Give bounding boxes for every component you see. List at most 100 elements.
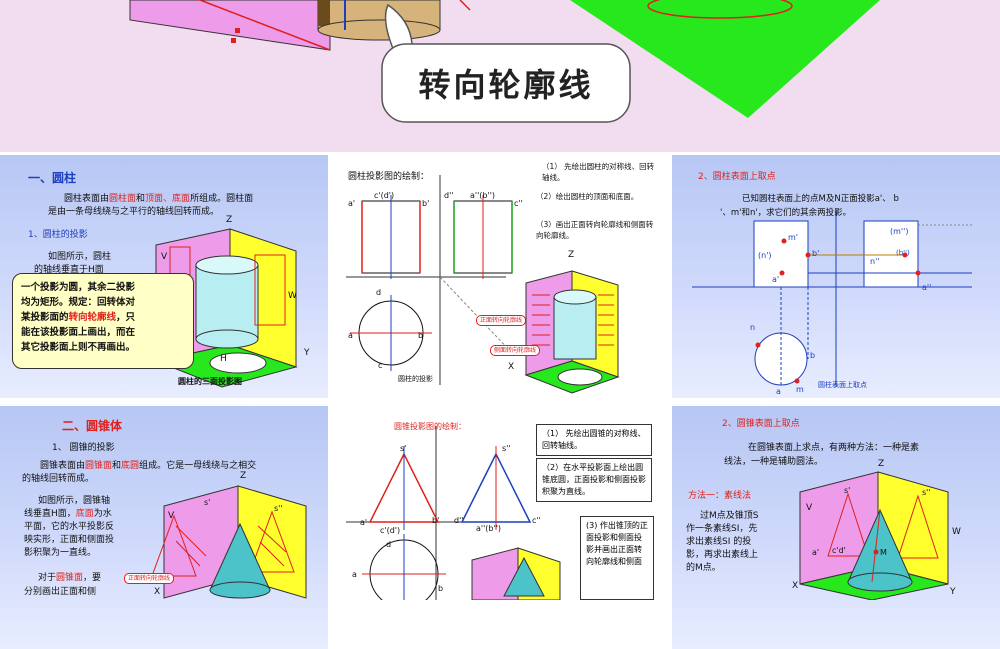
label-m1: m': [788, 233, 798, 242]
front-contour-label: 正面转向轮廓线: [124, 573, 175, 584]
text: ，只: [116, 312, 136, 323]
label-h: H: [220, 354, 227, 364]
w-rect: [254, 254, 286, 326]
text: 圆柱表面由: [64, 194, 110, 204]
cone-base: [209, 581, 271, 599]
point-a: [779, 270, 785, 276]
slide1-body1: 如图所示，圆柱: [48, 252, 112, 262]
slide5-step2: （2）在水平投影面上绘出圆锥底圆，正面投影和侧面投影积聚为直线。: [536, 458, 652, 502]
bubble-box: [381, 43, 631, 123]
text: ，要: [83, 573, 102, 583]
slide4-body4: 映实形，正面和侧面投: [24, 535, 115, 545]
cylinder-shadow: [318, 0, 330, 26]
slide6-text2: 线法，一种是辅助圆法。: [724, 457, 824, 467]
slide3-text2: '、m'和n'，求它们的其余两投影。: [720, 208, 852, 218]
label-n: n: [750, 323, 756, 332]
slide-cylinder-drawing[interactable]: 圆柱投影图的绘制： （1） 先绘出圆柱的对称线、回转轴线。 （2）绘出圆柱的顶面…: [336, 155, 664, 398]
slide3-diagram: [692, 211, 972, 387]
callout-line: 均为矩形。规定：回转体对: [21, 297, 136, 308]
slide4-subheading: 1、 圆锥的投影: [52, 443, 115, 453]
slide2-caption: 圆柱的投影: [398, 375, 433, 383]
marker-square: [235, 28, 240, 33]
label-c: c: [378, 361, 383, 370]
slide6-heading: 2、圆锥表面上取点: [722, 419, 800, 429]
cylinder-bottom: [317, 19, 441, 41]
cylinder-top: [553, 289, 597, 305]
label-w: W: [288, 291, 297, 301]
slide6-diagram: [799, 471, 949, 600]
label-z: Z: [240, 471, 247, 481]
label-m: M: [880, 548, 887, 557]
point-m: [781, 238, 787, 244]
slide4-intro-line1: 圆锥表面由圆锥面和底圆组成。它是一母线绕与之相交: [40, 460, 256, 473]
slide6-body2: 作一条素线SI，先: [686, 524, 758, 534]
label-c2: c'': [514, 199, 523, 208]
label-v: V: [161, 252, 168, 262]
plane-v: [471, 547, 519, 600]
label-z: Z: [568, 250, 575, 260]
label-v: V: [168, 511, 175, 521]
callout-line: 一个投影为圆，其余二投影: [21, 282, 136, 293]
text-highlight: 底圆: [121, 461, 140, 471]
slide4-body3: 平面，它的水平投影反: [24, 522, 115, 532]
label-x: X: [154, 587, 161, 597]
slide-cylinder-projection[interactable]: 一、圆柱 圆柱表面由圆柱面和顶面、底面所组成。圆柱面 是由一条母线绕与之平行的轴…: [0, 155, 328, 398]
label-s2: s'': [922, 488, 931, 497]
text-highlight: 顶面、底面: [145, 194, 191, 204]
slide5-step3: (3) 作出锥顶的正面投影和侧面投影并画出正面转向轮廓线和侧面: [580, 516, 654, 600]
label-y: Y: [304, 348, 310, 358]
slide5-step1: （1） 先绘出圆锥的对称线、回转轴线。: [536, 424, 652, 456]
slide-cone-projection[interactable]: 二、圆锥体 1、 圆锥的投影 圆锥表面由圆锥面和底圆组成。它是一母线绕与之相交 …: [0, 406, 328, 649]
slide-cone-drawing[interactable]: 圆锥投影图的绘制： （1） 先绘出圆锥的对称线、回转轴线。 （2）在水平投影面上…: [336, 406, 664, 649]
front-view: [753, 220, 809, 288]
slide3-heading: 2、圆柱表面上取点: [698, 172, 776, 182]
label-a: a: [352, 570, 357, 579]
label-n1: (n'): [758, 251, 772, 260]
slide2-step1: （1） 先绘出圆柱的对称线、回转轴线。: [542, 162, 655, 182]
slide1-subheading: 1、圆柱的投影: [28, 230, 88, 240]
circle-projection: [647, 0, 793, 19]
w-triangle: [897, 494, 939, 559]
label-d2: d'': [454, 516, 464, 525]
cone: [503, 556, 545, 597]
slide4-intro-line2: 的轴线回转而成。: [22, 474, 95, 484]
callout-line: 某投影面的转向轮廓线，只: [21, 310, 185, 325]
slide6-body5: 的M点。: [686, 563, 721, 573]
label-a1: a': [348, 199, 356, 208]
slide4-body1: 如图所示，圆锥轴: [38, 496, 111, 506]
slide6-method: 方法一：素线法: [688, 491, 752, 501]
cone-base: [847, 572, 913, 592]
text: 对于: [38, 573, 57, 583]
text-highlight: 圆柱面: [109, 194, 137, 204]
front-contour-label: 正面转向轮廓线: [476, 315, 527, 326]
text: 所组成。圆柱面: [190, 194, 254, 204]
label-b1: b': [422, 199, 430, 208]
slide3-text1: 已知圆柱表面上的点M及N正面投影a'、 b: [742, 194, 899, 204]
label-a-b: a''(b''): [476, 524, 502, 533]
red-line: [459, 0, 471, 11]
label-n2: n'': [870, 257, 880, 266]
slide6-text1: 在圆锥表面上求点，有两种方法：一种是素: [748, 443, 920, 453]
side-contour-label: 侧面转向轮廓线: [490, 345, 541, 356]
h-circle: [209, 352, 267, 374]
slide2-step2: （2）绘出圆柱的顶面和底面。: [536, 192, 639, 201]
slide2-step3: （3）画出正面转向轮廓线和侧面转向轮廓线。: [536, 220, 654, 240]
slide1-body2: 的轴线垂直于H面: [34, 265, 104, 275]
label-a2: a'': [922, 283, 932, 292]
label-m2: (m''): [890, 227, 909, 236]
slide2-title: 圆柱投影图的绘制：: [348, 172, 430, 182]
cylinder-body: [553, 296, 597, 360]
slide1-caption: 圆柱的三面投影图: [178, 377, 242, 386]
label-a1: a': [772, 275, 780, 284]
slide6-body4: 影，再求出素线上: [686, 550, 759, 560]
slide3-caption: 圆柱表面上取点: [818, 381, 867, 389]
hatch-lines: [175, 525, 287, 567]
slide-cone-points[interactable]: 2、圆锥表面上取点 在圆锥表面上求点，有两种方法：一种是素 线法，一种是辅助圆法…: [672, 406, 1000, 649]
projection-plane-v: [129, 0, 331, 51]
slide-cylinder-points[interactable]: 2、圆柱表面上取点 已知圆柱表面上的点M及N正面投影a'、 b '、m'和n'，…: [672, 155, 1000, 398]
label-s2: s'': [274, 504, 283, 513]
label-b: b: [418, 331, 424, 340]
label-s: s': [204, 498, 211, 507]
callout-line: 其它投影面上则不再画出。: [21, 342, 136, 353]
banner: 转向轮廓线: [0, 0, 1000, 152]
